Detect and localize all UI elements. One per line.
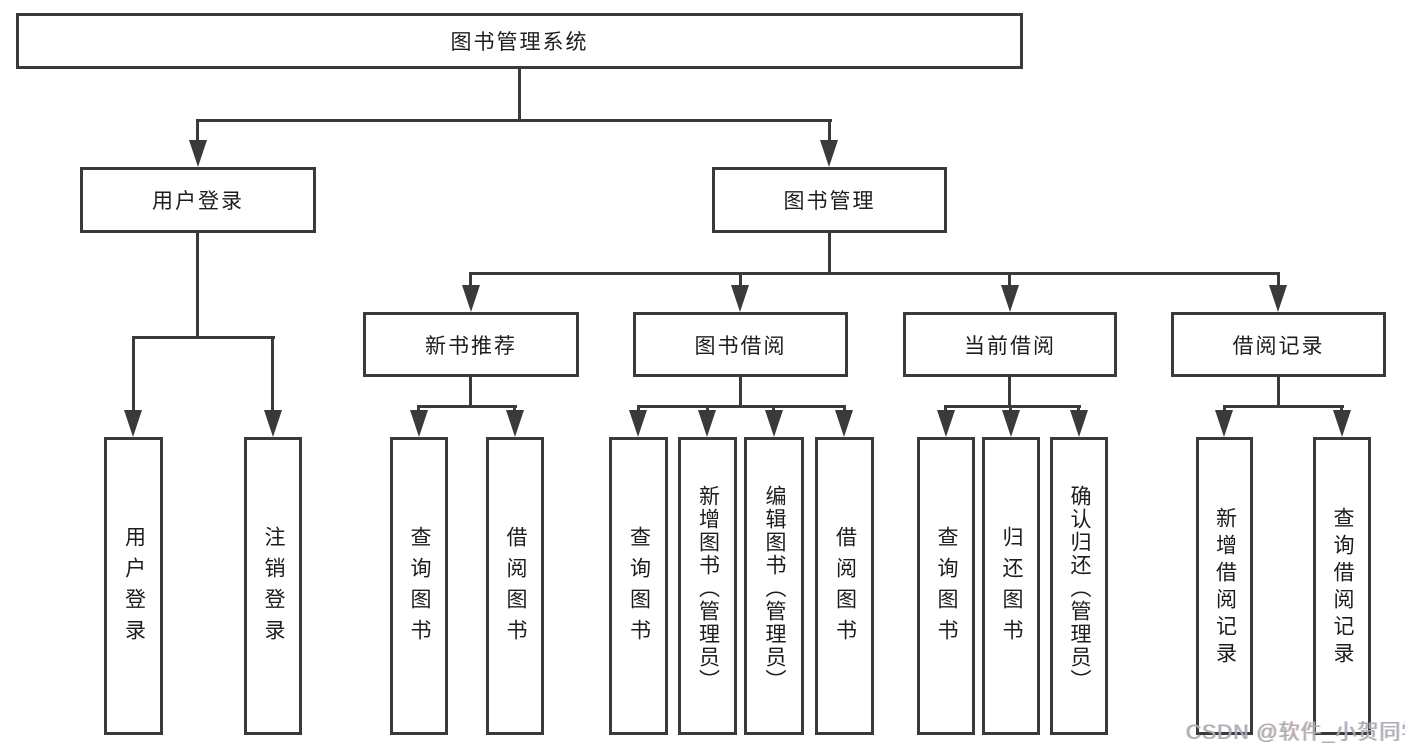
leaf-borrowing-query-book: 查询图书 [609, 437, 668, 735]
leaf-add-book-admin: 新增图书（管理员） [678, 437, 737, 735]
connector-line [828, 233, 831, 274]
node-borrowing-records: 借阅记录 [1171, 312, 1386, 377]
connector-line [944, 405, 947, 413]
arrow-down-icon [264, 410, 282, 437]
node-user-login: 用户登录 [80, 167, 316, 233]
node-new-book-recommend: 新书推荐 [363, 312, 579, 377]
connector-line [739, 377, 742, 407]
arrow-down-icon [506, 410, 524, 437]
connector-line [417, 405, 517, 408]
connector-line [196, 233, 199, 338]
arrow-down-icon [124, 410, 142, 437]
connector-line [271, 336, 274, 412]
arrow-down-icon [1215, 410, 1233, 437]
leaf-user-login: 用户登录 [104, 437, 163, 735]
arrow-down-icon [1001, 285, 1019, 312]
connector-line [1277, 377, 1280, 407]
leaf-confirm-return-admin: 确认归还（管理员） [1050, 437, 1108, 735]
connector-line [843, 405, 846, 413]
connector-line [469, 272, 472, 287]
arrow-down-icon [765, 410, 783, 437]
connector-line [637, 405, 640, 413]
arrow-down-icon [835, 410, 853, 437]
connector-line [1077, 405, 1080, 413]
leaf-recommend-borrow-book: 借阅图书 [486, 437, 544, 735]
leaf-return-book: 归还图书 [982, 437, 1040, 735]
connector-line [1277, 272, 1280, 287]
node-book-borrowing: 图书借阅 [633, 312, 848, 377]
arrow-down-icon [462, 285, 480, 312]
connector-line [1223, 405, 1226, 413]
connector-line [1008, 377, 1011, 407]
leaf-query-borrow-record: 查询借阅记录 [1313, 437, 1371, 735]
leaf-borrowing-borrow-book: 借阅图书 [815, 437, 874, 735]
connector-line [706, 405, 709, 413]
arrow-down-icon [1333, 410, 1351, 437]
connector-line [772, 405, 775, 413]
connector-line [513, 405, 516, 413]
node-current-borrowing: 当前借阅 [903, 312, 1117, 377]
connector-line [637, 405, 846, 408]
leaf-edit-book-admin: 编辑图书（管理员） [744, 437, 804, 735]
leaf-add-borrow-record: 新增借阅记录 [1196, 437, 1253, 735]
arrow-down-icon [1269, 285, 1287, 312]
arrow-down-icon [731, 285, 749, 312]
arrow-down-icon [189, 140, 207, 167]
connector-line [417, 405, 420, 413]
connector-line [196, 119, 832, 122]
connector-line [1223, 405, 1344, 408]
arrow-down-icon [1002, 410, 1020, 437]
watermark: CSDN @软件_小贺同学 [1186, 721, 1405, 744]
connector-line [518, 69, 521, 121]
connector-line [196, 119, 199, 142]
node-library-system: 图书管理系统 [16, 13, 1023, 69]
arrow-down-icon [698, 410, 716, 437]
connector-line [1009, 405, 1012, 413]
leaf-current-query-book: 查询图书 [917, 437, 975, 735]
connector-line [739, 272, 742, 287]
connector-line [469, 377, 472, 407]
connector-line [828, 119, 831, 142]
leaf-logout: 注销登录 [244, 437, 302, 735]
leaf-recommend-query-book: 查询图书 [390, 437, 448, 735]
connector-line [132, 336, 275, 339]
node-book-management: 图书管理 [712, 167, 947, 233]
arrow-down-icon [1070, 410, 1088, 437]
arrow-down-icon [410, 410, 428, 437]
connector-line [1340, 405, 1343, 413]
connector-line [1008, 272, 1011, 287]
connector-line [132, 336, 135, 412]
connector-line [944, 405, 1081, 408]
arrow-down-icon [937, 410, 955, 437]
connector-line [469, 272, 1280, 275]
arrow-down-icon [820, 140, 838, 167]
arrow-down-icon [629, 410, 647, 437]
